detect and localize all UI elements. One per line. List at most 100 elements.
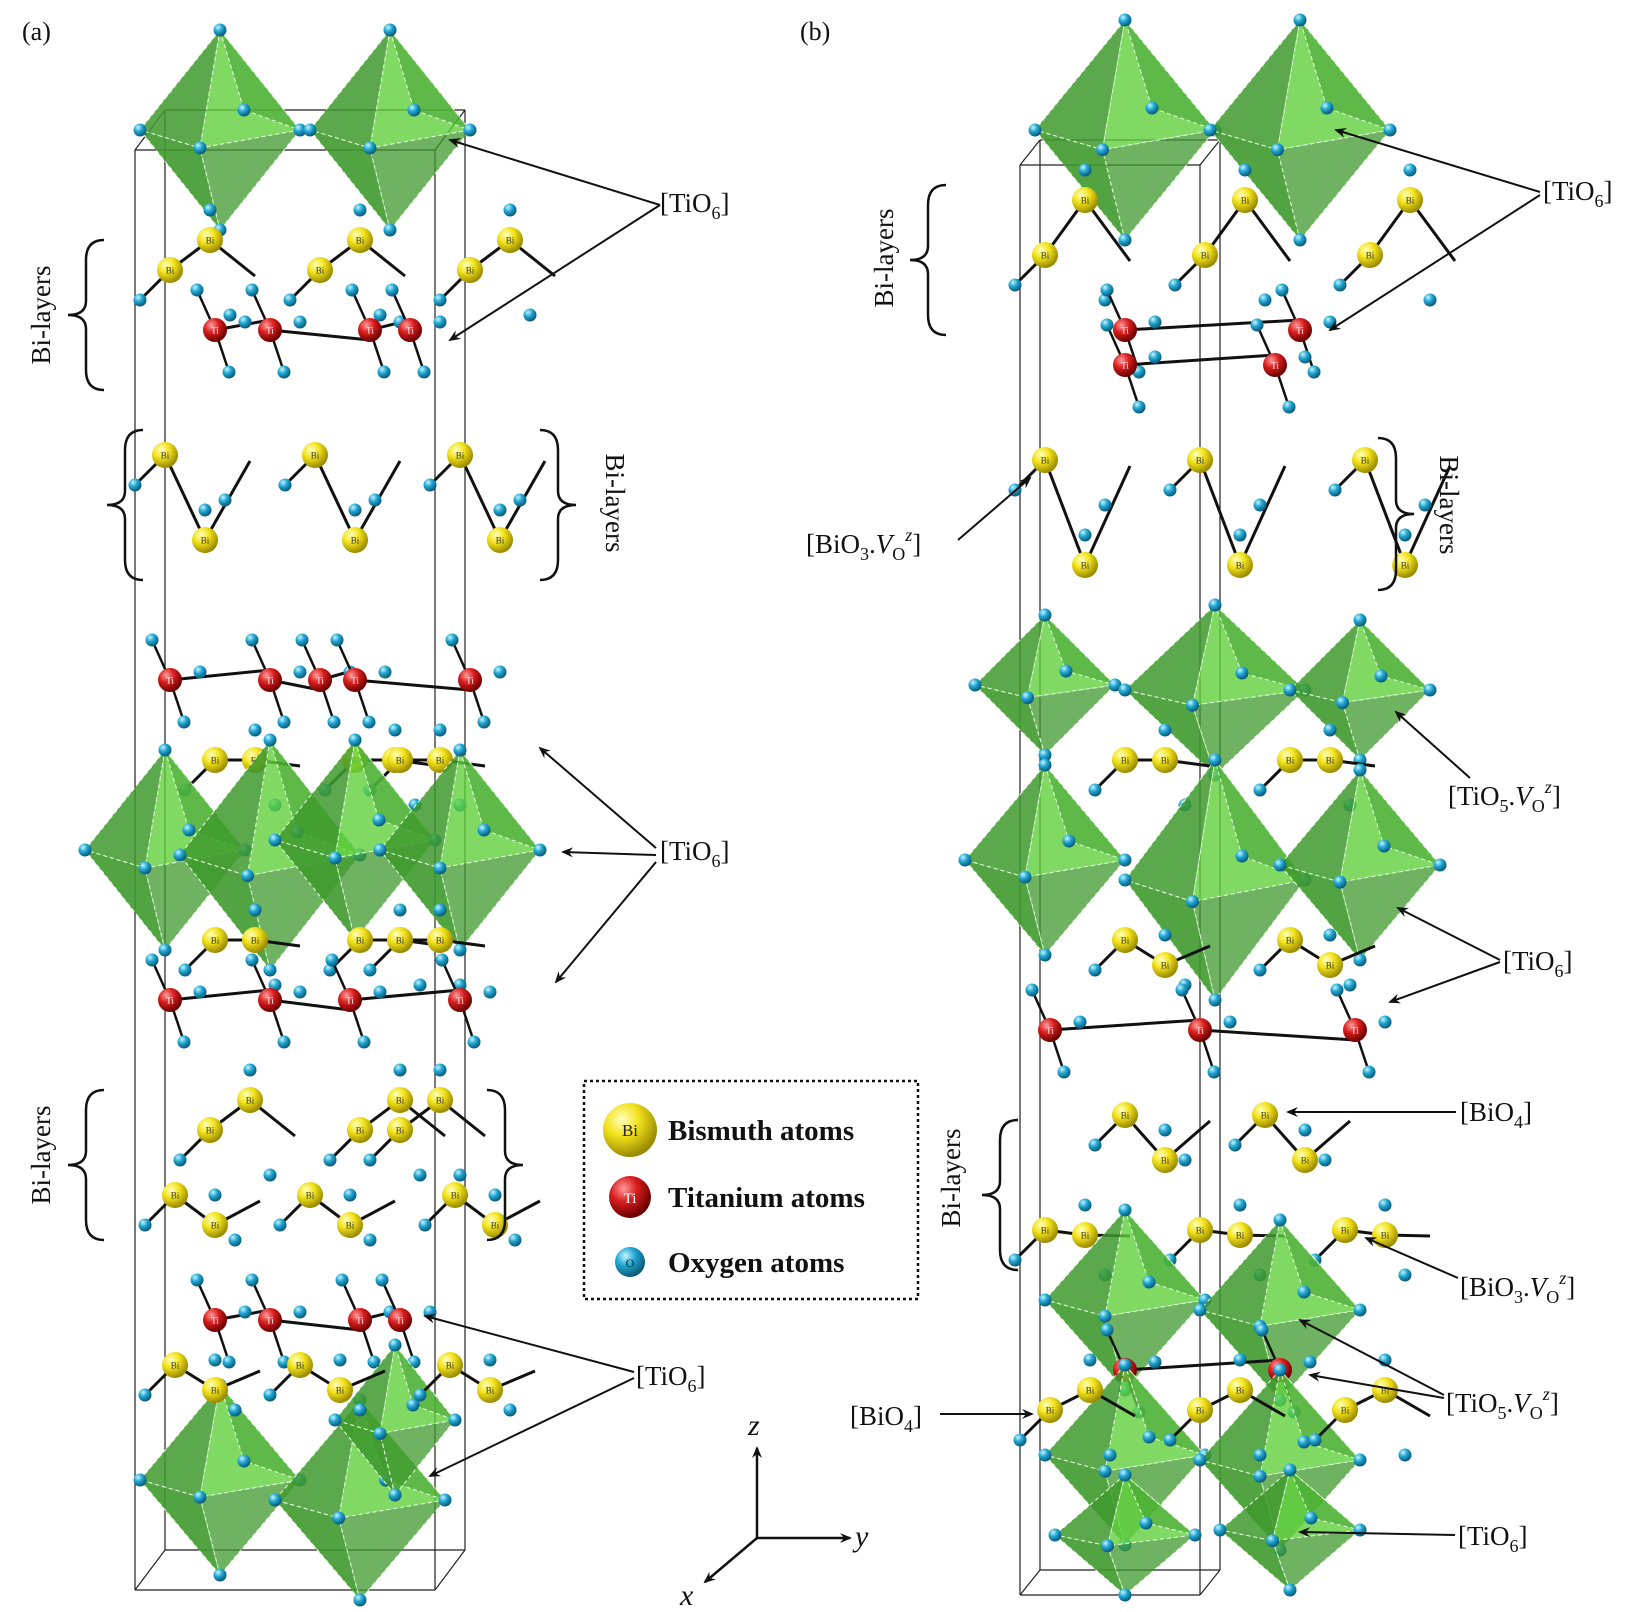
oxygen-atom — [1175, 983, 1189, 997]
oxygen-atom — [190, 1273, 204, 1287]
oxygen-atom — [1178, 1153, 1192, 1167]
oxygen-atom — [1253, 783, 1267, 797]
oxygen-atom — [328, 1413, 342, 1427]
oxygen-atom — [283, 293, 297, 307]
bismuth-atom: Bi — [1392, 552, 1418, 578]
svg-text:Ti: Ti — [211, 326, 219, 336]
svg-text:Bi: Bi — [396, 1096, 405, 1106]
bismuth-atom: Bi — [347, 1117, 373, 1143]
oxygen-atom — [1250, 318, 1264, 332]
oxygen-atom — [1283, 1583, 1297, 1597]
oxygen-atom — [1118, 683, 1132, 697]
legend-bismuth-symbol: Bi — [622, 1121, 638, 1140]
bismuth-atom: Bi — [157, 257, 183, 283]
oxygen-atom — [327, 715, 341, 729]
svg-text:Bi: Bi — [1326, 961, 1335, 971]
bond — [354, 678, 471, 692]
svg-text:Bi: Bi — [1286, 936, 1295, 946]
svg-text:Bi: Bi — [306, 1191, 315, 1201]
oxygen-atom — [1028, 123, 1042, 137]
titanium-atom: Ti — [343, 668, 367, 692]
oxygen-atom — [1118, 1203, 1132, 1217]
oxygen-atom — [433, 293, 447, 307]
bismuth-atom: Bi — [477, 1377, 503, 1403]
oxygen-atom — [1118, 873, 1132, 887]
oxygen-atom — [378, 665, 392, 679]
bracket-a-5 — [486, 1088, 524, 1242]
oxygen-atom — [477, 715, 491, 729]
oxygen-atom — [78, 843, 92, 857]
bond — [1403, 465, 1452, 566]
oxygen-atom — [406, 1398, 420, 1412]
oxygen-atom — [353, 1593, 367, 1607]
bismuth-atom: Bi — [347, 927, 373, 953]
oxygen-atom — [488, 1188, 502, 1202]
svg-text:Bi: Bi — [1196, 1226, 1205, 1236]
legend-titanium-label: Titanium atoms — [668, 1182, 865, 1214]
oxygen-atom — [193, 985, 207, 999]
oxygen-atom — [435, 953, 449, 967]
oxygen-atom — [268, 833, 282, 847]
oxygen-atom — [223, 308, 237, 322]
legend-bismuth-label: Bismuth atoms — [668, 1115, 854, 1147]
bismuth-atom: Bi — [202, 747, 228, 773]
oxygen-atom — [208, 1353, 222, 1367]
svg-text:Ti: Ti — [456, 996, 464, 1006]
bismuth-atom: Bi — [1332, 1217, 1358, 1243]
bismuth-atom: Bi — [1032, 1217, 1058, 1243]
oxygen-atom — [1013, 1433, 1027, 1447]
bismuth-atom: Bi — [1372, 1222, 1398, 1248]
oxygen-atom — [1057, 1065, 1071, 1079]
bismuth-atom: Bi — [387, 1117, 413, 1143]
titanium-atom: Ti — [348, 1308, 372, 1332]
bracket-b-1 — [909, 183, 947, 337]
bracket-a-4 — [67, 1088, 105, 1242]
oxygen-atom — [373, 843, 387, 857]
oxygen-atom — [238, 1305, 252, 1319]
label-tio5-vo-b-2: [TiO5.VOz] — [1446, 1384, 1559, 1423]
oxygen-atom — [388, 723, 402, 737]
oxygen-atom — [433, 861, 447, 875]
svg-text:Bi: Bi — [356, 236, 365, 246]
svg-text:Bi: Bi — [166, 266, 175, 276]
oxygen-atom — [373, 985, 387, 999]
bismuth-atom: Bi — [1187, 1397, 1213, 1423]
oxygen-atom — [508, 1233, 522, 1247]
titanium-atom: Ti — [458, 668, 482, 692]
bond — [1049, 1018, 1201, 1032]
axis-x-label: x — [679, 1579, 694, 1612]
arrow-tio6-a-bottom-2 — [428, 1377, 635, 1477]
oxygen-atom — [237, 103, 251, 117]
svg-text:Bi: Bi — [1236, 1386, 1245, 1396]
label-bio4-b-2: [BiO4] — [850, 1401, 922, 1436]
svg-text:Bi: Bi — [491, 1221, 500, 1231]
oxygen-atom — [393, 1063, 407, 1077]
oxygen-atom — [445, 633, 459, 647]
oxygen-atom — [1088, 963, 1102, 977]
oxygen-atom — [1223, 1015, 1237, 1029]
svg-text:Bi: Bi — [1041, 251, 1050, 261]
svg-text:Bi: Bi — [311, 451, 320, 461]
oxygen-atom — [1273, 1213, 1287, 1227]
oxygen-atom — [263, 733, 277, 747]
oxygen-atom — [330, 633, 344, 647]
svg-text:Bi: Bi — [1406, 196, 1415, 206]
oxygen-atom — [1008, 1253, 1022, 1267]
label-bilayers-a-1: Bi-layers — [26, 266, 56, 365]
bismuth-atom: Bi — [457, 257, 483, 283]
oxygen-atom — [1048, 1528, 1062, 1542]
label-tio6-a-mid: [TiO6] — [660, 836, 730, 871]
oxygen-atom — [268, 1493, 282, 1507]
oxygen-atom — [1398, 1268, 1412, 1282]
oxygen-atom — [1038, 1293, 1052, 1307]
oxygen-atom — [1148, 315, 1162, 329]
svg-text:Ti: Ti — [1196, 1026, 1204, 1036]
bismuth-atom: Bi — [442, 1182, 468, 1208]
svg-text:Bi: Bi — [161, 451, 170, 461]
oxygen-atom — [1383, 123, 1397, 137]
bismuth-atom: Bi — [1152, 747, 1178, 773]
